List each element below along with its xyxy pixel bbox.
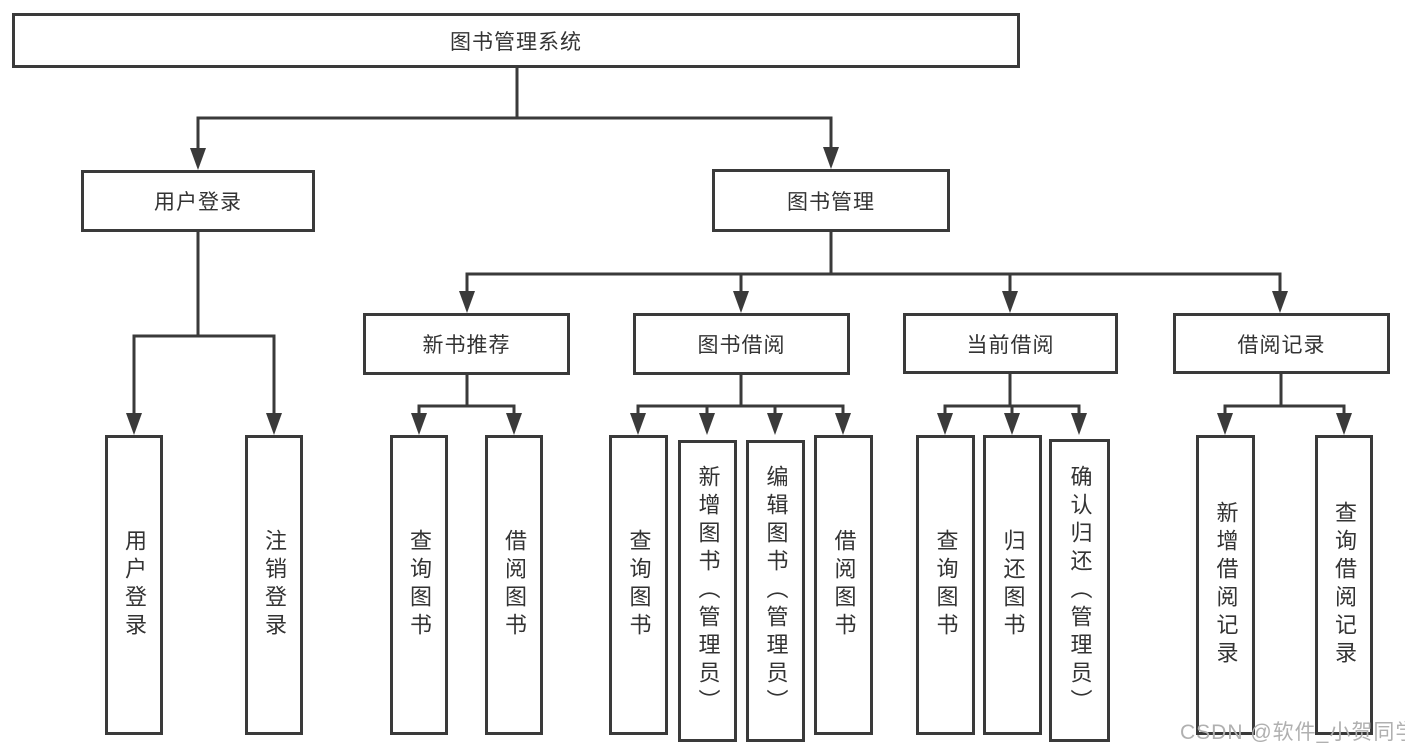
node-label: 当前借阅 xyxy=(966,333,1055,357)
node-label: 归还图书 xyxy=(1000,529,1026,641)
arrowheads xyxy=(126,147,1352,435)
node-label: 图书管理 xyxy=(787,190,875,214)
leaf-borrow-books: 借阅图书 xyxy=(814,435,873,735)
leaf-query-books-current: 查询图书 xyxy=(916,435,975,735)
csdn-watermark: CSDN @软件_小贺同学 xyxy=(1180,721,1405,744)
node-label: 用户登录 xyxy=(122,529,147,641)
leaf-query-books-recommend: 查询图书 xyxy=(390,435,448,735)
leaf-confirm-return-admin: 确认归还（管理员） xyxy=(1049,439,1110,742)
leaf-query-books-borrow: 查询图书 xyxy=(609,435,668,735)
node-root-library-management-system: 图书管理系统 xyxy=(12,13,1020,68)
node-label: 借阅记录 xyxy=(1237,333,1326,357)
leaf-logout: 注销登录 xyxy=(245,435,303,735)
node-label: 编辑图书（管理员） xyxy=(763,465,789,717)
node-label: 用户登录 xyxy=(154,191,242,214)
node-book-management: 图书管理 xyxy=(712,169,950,232)
leaf-add-books-admin: 新增图书（管理员） xyxy=(678,440,737,742)
leaf-borrow-books-recommend: 借阅图书 xyxy=(485,435,543,735)
node-label: 查询图书 xyxy=(933,529,959,641)
leaf-edit-books-admin: 编辑图书（管理员） xyxy=(746,440,805,742)
node-label: 查询借阅记录 xyxy=(1332,501,1357,669)
node-label: 新增图书（管理员） xyxy=(695,465,721,717)
node-label: 注销登录 xyxy=(262,529,287,641)
node-borrowing-records: 借阅记录 xyxy=(1173,313,1390,374)
node-book-borrowing: 图书借阅 xyxy=(633,313,850,375)
node-user-login: 用户登录 xyxy=(81,170,315,232)
node-label: 查询图书 xyxy=(407,529,432,641)
node-current-borrowing: 当前借阅 xyxy=(903,313,1118,374)
node-label: 借阅图书 xyxy=(831,529,857,641)
node-label: 新增借阅记录 xyxy=(1213,501,1239,669)
leaf-return-books: 归还图书 xyxy=(983,435,1042,735)
node-new-book-recommendation: 新书推荐 xyxy=(363,313,570,375)
node-label: 借阅图书 xyxy=(502,529,527,641)
leaf-add-borrow-record: 新增借阅记录 xyxy=(1196,435,1255,735)
node-label: 图书管理系统 xyxy=(450,30,582,54)
leaf-user-login: 用户登录 xyxy=(105,435,163,735)
leaf-query-borrow-record: 查询借阅记录 xyxy=(1315,435,1373,735)
node-label: 图书借阅 xyxy=(697,334,786,357)
node-label: 查询图书 xyxy=(626,529,652,641)
node-label: 新书推荐 xyxy=(422,334,511,357)
node-label: 确认归还（管理员） xyxy=(1067,464,1093,717)
